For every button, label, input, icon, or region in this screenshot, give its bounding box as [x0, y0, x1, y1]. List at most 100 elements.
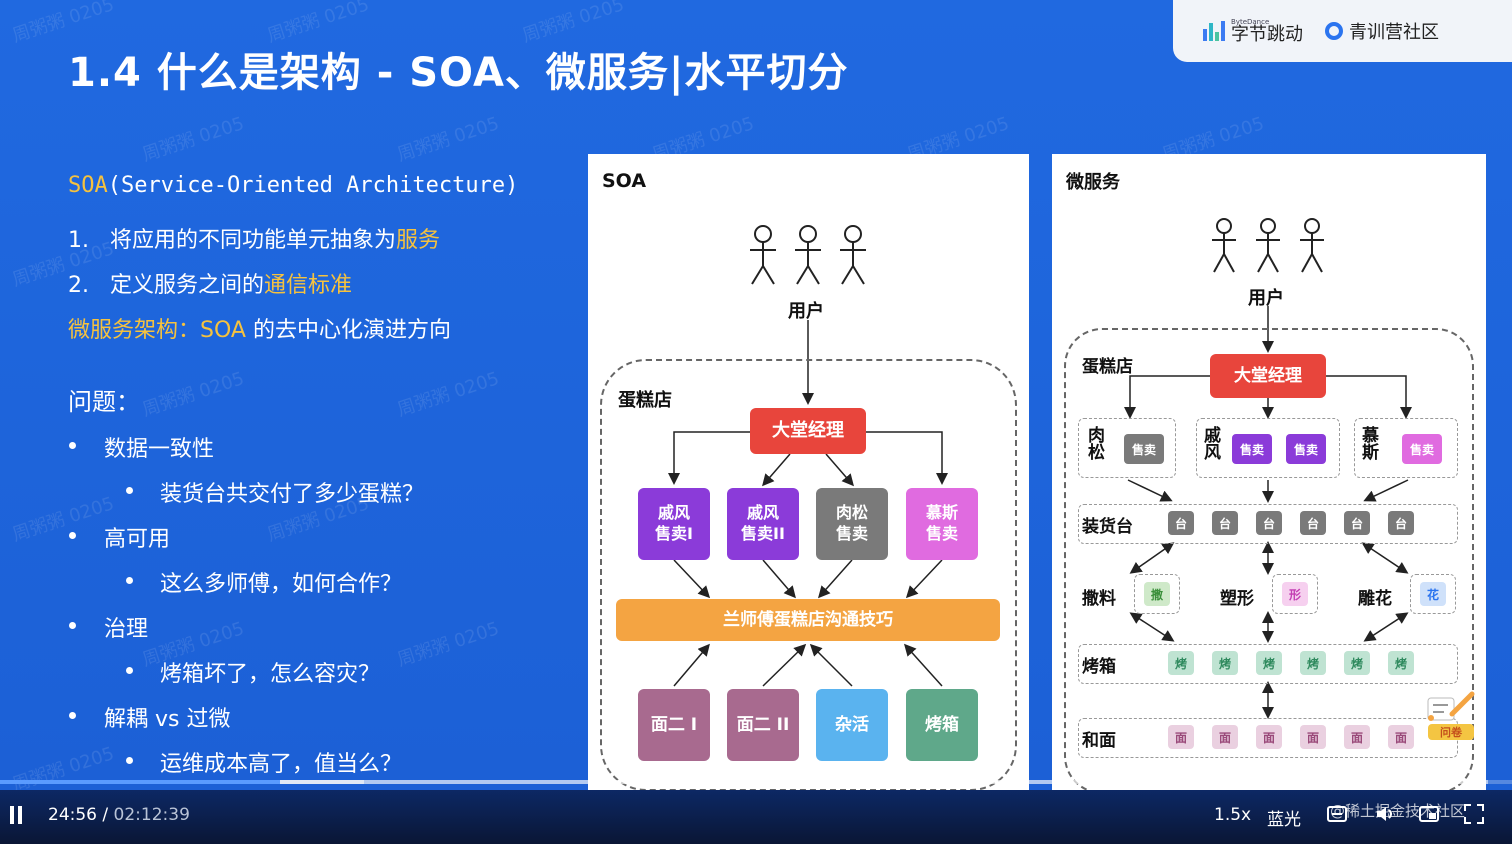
- micro-dough-tag: 面: [1168, 725, 1194, 749]
- problem-4-detail: 运维成本高了，值当么？: [160, 752, 403, 777]
- micro-loading-tag: 台: [1344, 511, 1370, 535]
- soa-heading: SOA(Service-Oriented Architecture): [68, 173, 518, 198]
- micro-loading-tag: 台: [1388, 511, 1414, 535]
- soa-manager: 大堂经理: [750, 408, 866, 454]
- problem-1-detail: 装货台共交付了多少蛋糕？: [160, 482, 425, 507]
- micro-oven-label: 烤箱: [1082, 657, 1116, 677]
- micro-decor-label-3: 雕花: [1358, 589, 1392, 609]
- video-progress-bar[interactable]: [0, 780, 1512, 784]
- bullet-dot: [69, 712, 76, 719]
- problems-title: 问题：: [68, 388, 140, 416]
- soa-seller-2: 戚风 售卖II: [727, 488, 799, 560]
- problem-2: 高可用: [104, 527, 171, 552]
- micro-group-musi: [1354, 418, 1458, 478]
- watermark: 周粥粥 0205: [139, 368, 247, 421]
- micro-decor-box-2: [1272, 574, 1318, 614]
- time-separator: /: [102, 805, 109, 825]
- soa-point-2: 2.定义服务之间的通信标准: [68, 273, 353, 298]
- soa-seller-1: 戚风 售卖I: [638, 488, 710, 560]
- user-icon: [1212, 218, 1324, 273]
- watermark: 周粥粥 0205: [394, 368, 502, 421]
- played-bar: [0, 780, 285, 784]
- watermark: 周粥粥 0205: [139, 113, 247, 166]
- user-icon: [750, 225, 866, 285]
- micro-user-label: 用户: [1248, 288, 1284, 309]
- micro-sell-tag: 售卖: [1232, 434, 1272, 464]
- camp-logo: 青训营社区: [1325, 18, 1439, 44]
- soa-worker-1: 面二 I: [638, 689, 710, 761]
- micro-loading-tag: 台: [1212, 511, 1238, 535]
- soa-seller-3: 肉松 售卖: [816, 488, 888, 560]
- camp-ring-icon: [1325, 22, 1343, 40]
- micro-loading-tag: 台: [1300, 511, 1326, 535]
- problem-1: 数据一致性: [104, 437, 215, 462]
- soa-worker-4: 烤箱: [906, 689, 978, 761]
- soa-communication-bus: 兰师傅蛋糕店沟通技巧: [616, 599, 1000, 641]
- bullet-dot: [126, 757, 133, 764]
- micro-dough-tag: 面: [1388, 725, 1414, 749]
- problem-4: 解耦 vs 过微: [104, 707, 231, 732]
- bytedance-bars-icon: [1203, 21, 1225, 41]
- speed-button[interactable]: 1.5x: [1214, 805, 1252, 825]
- fullscreen-icon[interactable]: [1463, 803, 1485, 825]
- soa-worker-3: 杂活: [816, 689, 888, 761]
- micro-decor-label-1: 撒料: [1082, 589, 1116, 609]
- micro-loading-tag: 台: [1168, 511, 1194, 535]
- brand-logo-bar: ByteDance 字节跳动 青训营社区: [1173, 0, 1512, 62]
- bytedance-name: 字节跳动: [1231, 23, 1303, 45]
- micro-decor-tag-3: 花: [1420, 582, 1446, 606]
- camp-name: 青训营社区: [1349, 22, 1439, 43]
- micro-decor-box-3: [1410, 574, 1456, 614]
- bullet-dot: [126, 487, 133, 494]
- micro-decor-tag-2: 形: [1282, 582, 1308, 606]
- soa-shop-boundary: [600, 359, 1017, 790]
- micro-row-loading: [1078, 504, 1458, 544]
- microservice-diagram-panel: 微服务: [1052, 154, 1486, 790]
- micro-oven-tag: 烤: [1212, 651, 1238, 675]
- bullet-dot: [69, 622, 76, 629]
- soa-panel-title: SOA: [602, 170, 647, 192]
- bytedance-small-label: ByteDance: [1231, 17, 1270, 26]
- micro-sell-tag: 售卖: [1124, 434, 1164, 464]
- micro-oven-tag: 烤: [1300, 651, 1326, 675]
- micro-shop-boundary: [1064, 328, 1474, 790]
- soa-diagram-lines: [668, 225, 948, 687]
- bullet-dot: [69, 532, 76, 539]
- micro-oven-tag: 烤: [1168, 651, 1194, 675]
- micro-dough-tag: 面: [1256, 725, 1282, 749]
- watermark: 周粥粥 0205: [394, 113, 502, 166]
- micro-loading-tag: 台: [1256, 511, 1282, 535]
- micro-panel-title: 微服务: [1066, 172, 1120, 193]
- soa-user-label: 用户: [788, 301, 824, 322]
- current-time: 24:56: [48, 805, 97, 825]
- pause-button[interactable]: [9, 806, 23, 824]
- soa-shop-label: 蛋糕店: [618, 390, 672, 411]
- micro-row-oven: [1078, 644, 1458, 684]
- micro-sell-tag: 售卖: [1402, 434, 1442, 464]
- quality-button[interactable]: 蓝光: [1267, 810, 1301, 830]
- micro-group-qifeng-label: 戚风: [1200, 426, 1220, 460]
- micro-dough-tag: 面: [1300, 725, 1326, 749]
- micro-decor-tag-1: 撒: [1144, 582, 1170, 606]
- micro-decor-label-2: 塑形: [1220, 589, 1254, 609]
- micro-sell-tag: 售卖: [1286, 434, 1326, 464]
- soa-worker-2: 面二 II: [727, 689, 799, 761]
- bullet-dot: [126, 577, 133, 584]
- micro-oven-tag: 烤: [1344, 651, 1370, 675]
- bullet-dot: [126, 667, 133, 674]
- survey-button[interactable]: 问卷: [1424, 688, 1482, 740]
- micro-dough-tag: 面: [1212, 725, 1238, 749]
- volume-icon[interactable]: [1374, 803, 1396, 825]
- soa-abbr: SOA: [68, 173, 108, 198]
- subtitle-icon[interactable]: [1326, 803, 1348, 825]
- hover-segment: [280, 780, 364, 784]
- picture-in-picture-icon[interactable]: [1418, 803, 1440, 825]
- micro-oven-tag: 烤: [1388, 651, 1414, 675]
- total-time: 02:12:39: [113, 805, 190, 825]
- problem-3-detail: 烤箱坏了，怎么容灾？: [160, 662, 381, 687]
- micro-decor-box-1: [1134, 574, 1180, 614]
- slide-title: 1.4 什么是架构 - SOA、微服务|水平切分: [68, 50, 849, 96]
- micro-manager: 大堂经理: [1210, 354, 1326, 398]
- playback-time: 24:56 / 02:12:39: [48, 805, 190, 825]
- soa-seller-4: 慕斯 售卖: [906, 488, 978, 560]
